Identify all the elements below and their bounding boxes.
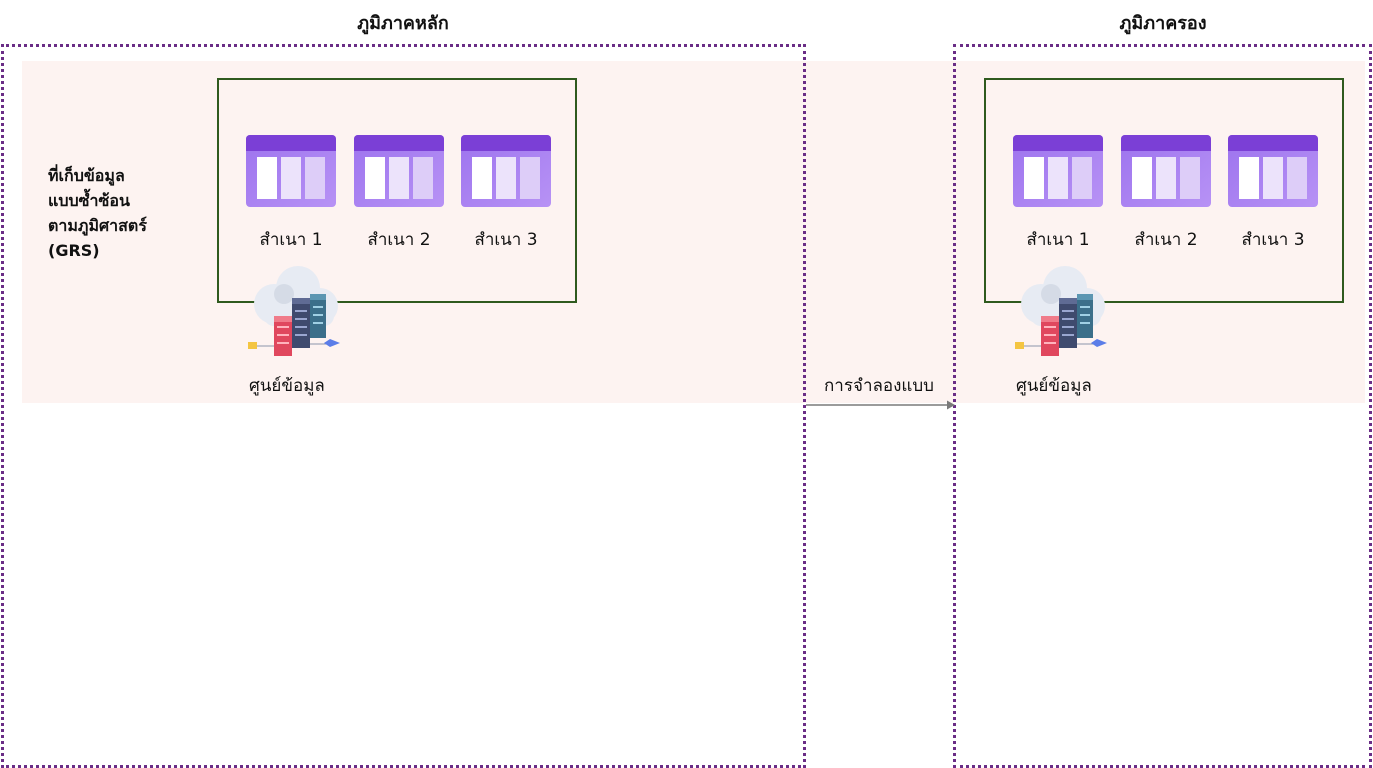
storage-table-icon bbox=[354, 135, 444, 207]
primary-replica-3-label: สำเนา 3 bbox=[474, 230, 538, 250]
primary-region-box bbox=[1, 44, 806, 768]
grs-label-line: (GRS) bbox=[48, 241, 100, 260]
storage-table-icon bbox=[1228, 135, 1318, 207]
primary-replica-1-label: สำเนา 1 bbox=[259, 230, 323, 250]
grs-label-line: ที่เก็บข้อมูล bbox=[48, 166, 125, 185]
cloud-datacenter-icon bbox=[244, 264, 344, 358]
primary-datacenter-label: ศูนย์ข้อมูล bbox=[249, 376, 325, 396]
grs-label: ที่เก็บข้อมูล แบบซ้ำซ้อน ตามภูมิศาสตร์ (… bbox=[48, 163, 147, 263]
primary-region-title: ภูมิภาคหลัก bbox=[357, 13, 449, 34]
secondary-replica-3-label: สำเนา 3 bbox=[1241, 230, 1305, 250]
secondary-region-title: ภูมิภาครอง bbox=[1119, 13, 1207, 34]
secondary-replica-1-label: สำเนา 1 bbox=[1026, 230, 1090, 250]
secondary-replica-group bbox=[984, 78, 1344, 303]
storage-table-icon bbox=[246, 135, 336, 207]
replication-label: การจำลองแบบ bbox=[824, 376, 934, 396]
storage-account-band bbox=[22, 61, 1365, 403]
grs-label-line: ตามภูมิศาสตร์ bbox=[48, 216, 147, 235]
arrow-right-icon bbox=[806, 400, 955, 410]
secondary-region-box bbox=[953, 44, 1372, 768]
cloud-datacenter-icon bbox=[1011, 264, 1111, 358]
storage-table-icon bbox=[1013, 135, 1103, 207]
primary-replica-2-label: สำเนา 2 bbox=[367, 230, 431, 250]
primary-replica-group bbox=[217, 78, 577, 303]
secondary-datacenter-label: ศูนย์ข้อมูล bbox=[1016, 376, 1092, 396]
secondary-replica-2-label: สำเนา 2 bbox=[1134, 230, 1198, 250]
storage-table-icon bbox=[1121, 135, 1211, 207]
storage-table-icon bbox=[461, 135, 551, 207]
grs-label-line: แบบซ้ำซ้อน bbox=[48, 191, 130, 210]
